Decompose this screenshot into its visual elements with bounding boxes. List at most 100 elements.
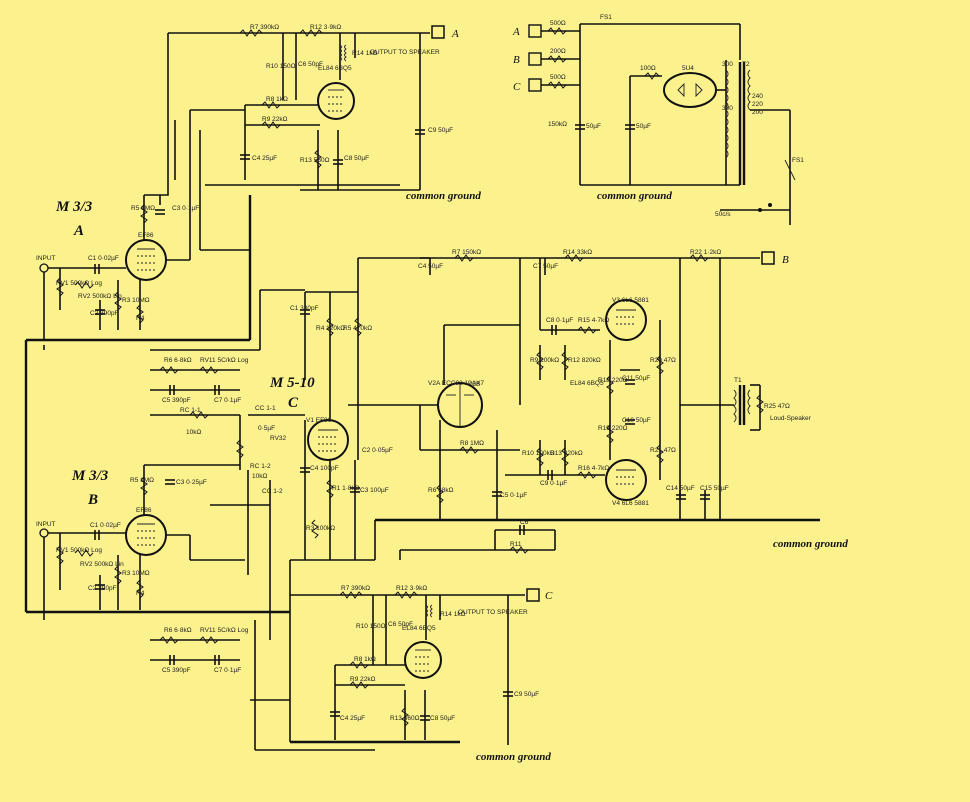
ps-100-label: 100Ω <box>640 65 656 72</box>
r13-bot-label: R13 560Ω <box>390 715 420 722</box>
ps-c1-label: 50µF <box>586 123 601 130</box>
c9-top-label: C9 50µF <box>428 127 453 134</box>
ps-r3-label: 500Ω <box>550 74 566 81</box>
c4b-main-label: C4 100pF <box>310 465 339 472</box>
ps-240-label: 240 <box>752 93 763 100</box>
rv2-b-label: RV2 500kΩ Lin <box>80 561 124 568</box>
amp-a-preamp <box>39 109 245 340</box>
ps-c2-label: 50µF <box>636 123 651 130</box>
common-ground-ps-label: common ground <box>597 190 672 202</box>
output-top-label: OUTPUT TO SPEAKER <box>370 49 440 56</box>
c1-a-label: C1 0·02µF <box>88 255 119 262</box>
m33b-title: M 3/3 <box>71 468 109 484</box>
ps-200-label: 200 <box>752 109 763 116</box>
c7-a-label: C7 0·1µF <box>214 397 241 404</box>
v2b-label: V2B <box>468 381 480 388</box>
r25-main-label: R25 47Ω <box>764 403 790 410</box>
r14-main-label: R14 33kΩ <box>563 249 592 256</box>
c1-b-label: C1 0·02µF <box>90 522 121 529</box>
el84-main-label: EL84 6BQ5 <box>570 380 604 387</box>
r8-bot-label: R8 1kΩ <box>354 656 376 663</box>
r9-main-label: R9 100kΩ <box>530 357 559 364</box>
power-supply <box>528 23 796 225</box>
v3-label: V3 6L6 5881 <box>612 297 649 304</box>
r21-main-label: R21 47Ω <box>650 447 676 454</box>
r10-main-label: R10 100kΩ <box>522 450 555 457</box>
c05-label: 0·5µF <box>258 425 275 432</box>
r4-b-label: R4 <box>136 590 145 597</box>
amp-a-output-stage <box>144 25 445 196</box>
c11-main-label: C11 50µF <box>622 375 650 382</box>
r7-top-label: R7 390kΩ <box>250 24 279 31</box>
c5-a-label: C5 390pF <box>162 397 191 404</box>
v3-tube <box>605 299 647 341</box>
input-a-jack <box>39 263 49 273</box>
ps-fs1b-label: FS1 <box>792 157 804 164</box>
v4-label: V4 6L6 5881 <box>612 500 649 507</box>
amp-c-output-stage <box>289 560 540 745</box>
r7-bot-label: R7 390kΩ <box>341 585 370 592</box>
c1-main-label: C1 330pF <box>290 305 319 312</box>
r1-main-label: R1 1·8kΩ <box>332 485 360 492</box>
r3-b-label: R3 10MΩ <box>122 570 150 577</box>
ef86-b-tube <box>125 514 167 556</box>
r19-main-label: R19 220Ω <box>598 425 628 432</box>
r12-main-label: R12 820kΩ <box>568 357 601 364</box>
r22-main-label: R22 1·2kΩ <box>690 249 721 256</box>
c5-b-label: C5 390pF <box>162 667 191 674</box>
r10kb-label: 10kΩ <box>252 473 267 480</box>
r8-top-label: R8 1kΩ <box>266 96 288 103</box>
ef86-a-label: EF86 <box>138 232 154 239</box>
r6-b-label: R6 6·8kΩ <box>164 627 192 634</box>
ps-5u4-label: 5U4 <box>682 65 694 72</box>
r13-top-label: R13 560Ω <box>300 157 330 164</box>
amp-b-preamp <box>39 464 245 665</box>
t1-main-label: T1 <box>734 377 742 384</box>
c7-main-label: C7 50µF <box>533 263 558 270</box>
c8-main-label: C8 0·1µF <box>546 317 573 324</box>
common-ground-a-label: common ground <box>406 190 481 202</box>
r11-main-label: R11 <box>510 541 522 548</box>
rv11-a-label: RV11 5C/kΩ Log <box>200 357 249 364</box>
c2-main-label: C2 0·05µF <box>362 447 393 454</box>
c3-a-label: C3 0·1µF <box>172 205 199 212</box>
ef86-a-tube <box>125 239 167 281</box>
c6-bot-label: C6 50pF <box>388 621 413 628</box>
r10k-label: 10kΩ <box>186 429 201 436</box>
5u4-tube <box>663 72 717 108</box>
amp-a-tone <box>150 366 240 395</box>
c2-b-label: C2 390pF <box>88 585 117 592</box>
r6-main-label: R6 68kΩ <box>428 487 454 494</box>
r14-top-label: R14 1kΩ <box>352 50 378 57</box>
r13-main-label: R13 820kΩ <box>550 450 583 457</box>
rv2-a-label: RV2 500kΩ Lin <box>78 293 122 300</box>
c8-top-label: C8 50µF <box>344 155 369 162</box>
ps-220-label: 220 <box>752 101 763 108</box>
ps-150k-label: 150kΩ <box>548 121 567 128</box>
v4-tube <box>605 459 647 501</box>
r5-main-label: R5 470kΩ <box>343 325 372 332</box>
terminal-c-label: C <box>545 590 553 602</box>
c3-main-label: C3 100µF <box>360 487 389 494</box>
el84-c-label: EL84 6BQ5 <box>402 625 436 632</box>
ps-r1-label: 500Ω <box>550 20 566 27</box>
r12-top-label: R12 3·9kΩ <box>310 24 341 31</box>
c4-bot-label: C4 25µF <box>340 715 365 722</box>
rc11-label: RC 1-1 <box>180 407 201 414</box>
input-a-label: INPUT <box>36 255 56 262</box>
v1-tube <box>307 419 349 461</box>
ps-50-label: 50c/s <box>715 211 731 218</box>
r18-main-label: R18 220Ω <box>598 377 628 384</box>
r3-a-label: R3 10MΩ <box>122 297 150 304</box>
common-ground-c-label: common ground <box>476 751 551 763</box>
c6-main-label: C6 <box>520 519 529 526</box>
m33b-subtitle: B <box>87 492 98 508</box>
c4-main-label: C4 50µF <box>418 263 443 270</box>
r12-bot-label: R12 3·9kΩ <box>396 585 427 592</box>
cc11-label: CC 1-1 <box>255 405 276 412</box>
v1-label: V1 EF86 <box>306 417 332 424</box>
c14-main-label: C14 50µF <box>666 485 695 492</box>
ps-fs1-label: FS1 <box>600 14 612 21</box>
terminal-b-label: B <box>782 254 789 266</box>
m33a-title: M 3/3 <box>55 199 93 215</box>
